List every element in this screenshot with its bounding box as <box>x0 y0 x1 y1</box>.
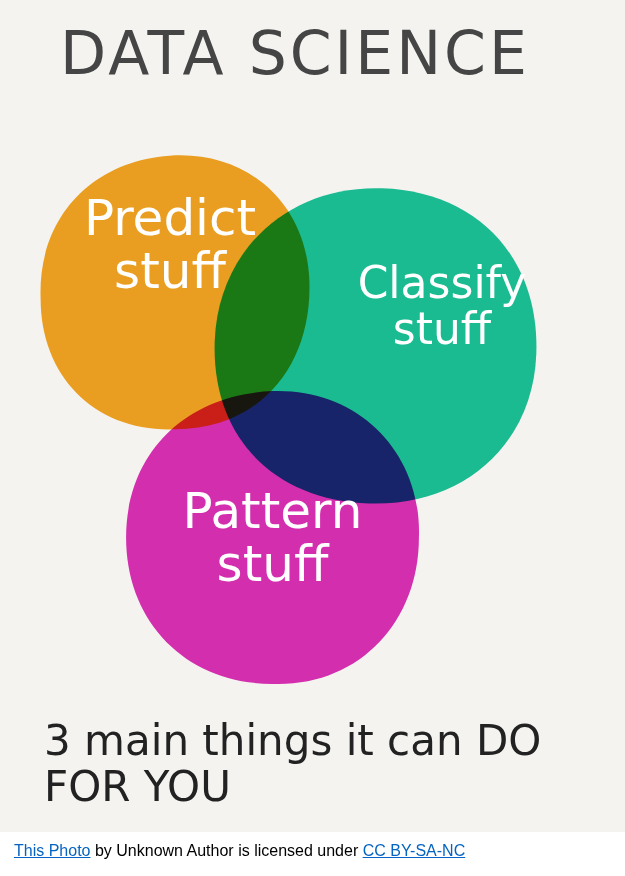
attribution-link: CC BY-SA-NC <box>363 842 466 859</box>
diagram-title: DATA SCIENCE <box>60 18 530 88</box>
attribution-link: This Photo <box>14 842 90 859</box>
node-label: Pattern stuff <box>165 485 380 590</box>
node-label: Predict stuff <box>75 192 265 297</box>
node-label: Classify stuff <box>348 260 536 352</box>
blob-circle: Pattern stuff <box>120 385 425 690</box>
attribution-text: by Unknown Author is licensed under <box>95 842 358 859</box>
attribution-line: This Photo by Unknown Author is licensed… <box>14 842 465 860</box>
caption-text: 3 main things it can DO FOR YOU <box>44 718 584 810</box>
